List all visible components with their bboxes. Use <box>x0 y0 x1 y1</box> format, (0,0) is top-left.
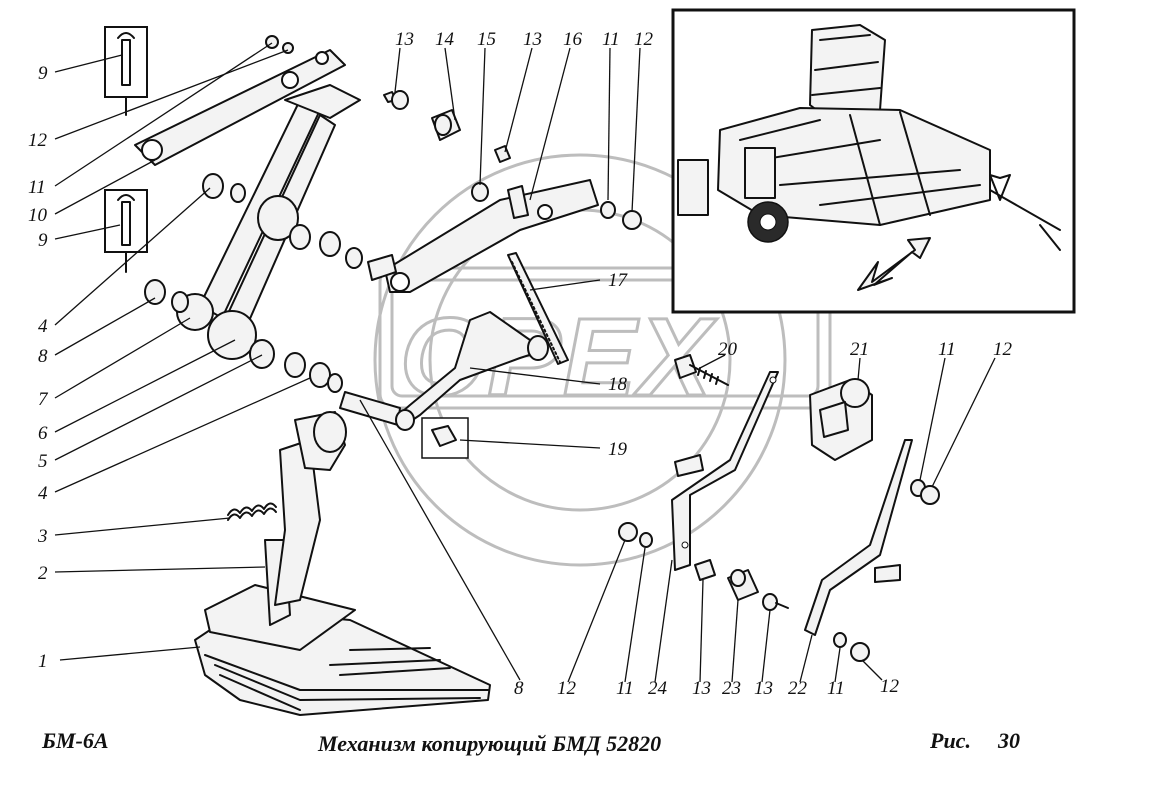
callout-15: 15 <box>477 29 496 50</box>
callout-11-bottom: 11 <box>616 678 634 699</box>
part-bracket-22 <box>804 439 913 636</box>
callout-24: 24 <box>648 678 668 699</box>
callout-8-left: 8 <box>38 346 48 367</box>
callout-13-top-a: 13 <box>395 29 414 50</box>
figure-title: Механизм копирующий БМД 52820 <box>318 731 662 756</box>
inset-harvester-view <box>671 8 1076 314</box>
callout-13-top-b: 13 <box>523 29 542 50</box>
callout-8-center: 8 <box>514 678 524 699</box>
callout-18: 18 <box>608 374 628 395</box>
callout-12-bottom: 12 <box>557 678 577 699</box>
part-bracket-24 <box>671 371 779 571</box>
callout-11-top: 11 <box>602 29 620 50</box>
leader-lines <box>54 42 996 683</box>
part-bushings-lower <box>249 339 343 393</box>
callout-7: 7 <box>38 389 49 410</box>
callout-11-bottom-right: 11 <box>827 678 845 699</box>
part-upper-lever <box>134 49 346 166</box>
callout-5: 5 <box>38 451 48 472</box>
callout-23: 23 <box>722 678 741 699</box>
callout-11-right: 11 <box>938 339 956 360</box>
part-nut-15 <box>471 182 489 202</box>
part-bushings-upper <box>144 173 363 313</box>
callout-22: 22 <box>788 678 808 699</box>
callout-12-top: 12 <box>634 29 654 50</box>
callout-9-lower: 9 <box>38 230 48 251</box>
part-pin-upper <box>104 26 148 116</box>
part-fitting-19 <box>421 417 469 459</box>
part-washers-bottom <box>618 479 940 662</box>
callout-4-lower: 4 <box>38 483 48 504</box>
callout-2: 2 <box>38 563 48 584</box>
part-sleeve-23 <box>727 569 759 601</box>
callout-12-right: 12 <box>993 339 1013 360</box>
part-pin-lower <box>104 189 148 273</box>
part-bolt-13-d <box>762 593 789 611</box>
callout-3: 3 <box>37 526 48 547</box>
callout-6: 6 <box>38 423 48 444</box>
callout-19: 19 <box>608 439 628 460</box>
part-stand <box>264 411 347 626</box>
part-bolt-20 <box>674 354 729 386</box>
callout-10: 10 <box>28 205 48 226</box>
callout-13-bottom-b: 13 <box>754 678 773 699</box>
callout-20: 20 <box>718 339 738 360</box>
callout-21: 21 <box>850 339 869 360</box>
part-sleeve-14 <box>431 109 461 141</box>
callout-17: 17 <box>608 270 629 291</box>
part-bracket-16 <box>367 179 599 293</box>
callout-12-bottom-right: 12 <box>880 676 900 697</box>
part-bolt-13-c <box>694 559 716 581</box>
part-clamp-21 <box>809 378 873 461</box>
figure-number: 30 <box>998 728 1020 753</box>
model-label: БМ-6А <box>42 728 109 753</box>
figure-label: Рис. <box>930 728 971 753</box>
callout-16: 16 <box>563 29 583 50</box>
callout-11-left: 11 <box>28 177 46 198</box>
part-bolt-13-b <box>494 145 511 163</box>
part-bolt-13-a <box>383 90 409 110</box>
callout-13-bottom-a: 13 <box>692 678 711 699</box>
part-ski-shoe <box>194 584 491 716</box>
part-spring <box>227 502 277 521</box>
callout-4-upper: 4 <box>38 316 48 337</box>
callout-1: 1 <box>38 651 48 672</box>
callout-9-upper: 9 <box>38 63 48 84</box>
part-rod-17 <box>507 252 569 365</box>
callout-labels: 1 2 3 4 5 6 7 8 4 9 10 11 12 9 13 14 15 … <box>28 29 1013 699</box>
callout-14: 14 <box>435 29 455 50</box>
callout-12-left: 12 <box>28 130 48 151</box>
